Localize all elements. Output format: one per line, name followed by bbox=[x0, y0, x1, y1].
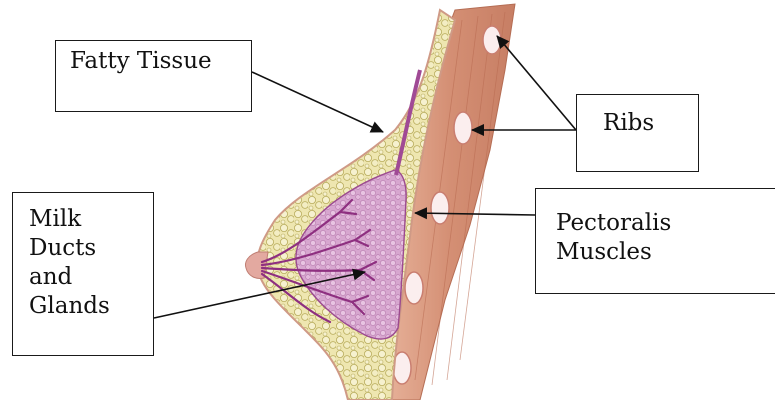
milk-ducts-label-line-4: Glands bbox=[29, 292, 143, 321]
rib-3 bbox=[431, 192, 449, 224]
milk-ducts-label-line-3: and bbox=[29, 263, 143, 292]
rib-1 bbox=[483, 26, 501, 54]
rib-2 bbox=[454, 112, 472, 144]
rib-4 bbox=[405, 272, 423, 304]
arrow-ribs-upper bbox=[497, 36, 576, 130]
arrow-fatty-tissue bbox=[252, 72, 383, 132]
pectoralis-label-line-1: Pectoralis bbox=[556, 209, 765, 238]
milk-ducts-label-line-1: Milk bbox=[29, 205, 143, 234]
ribs-label-box: Ribs bbox=[576, 94, 699, 172]
milk-ducts-label-box: Milk Ducts and Glands bbox=[12, 192, 154, 356]
milk-ducts-label-line-2: Ducts bbox=[29, 234, 143, 263]
fatty-tissue-label: Fatty Tissue bbox=[70, 47, 241, 76]
ribs-label: Ribs bbox=[603, 109, 688, 138]
pectoralis-label-line-2: Muscles bbox=[556, 238, 765, 267]
fatty-tissue-label-box: Fatty Tissue bbox=[55, 40, 252, 112]
pectoralis-muscles-label-box: Pectoralis Muscles bbox=[535, 188, 775, 294]
